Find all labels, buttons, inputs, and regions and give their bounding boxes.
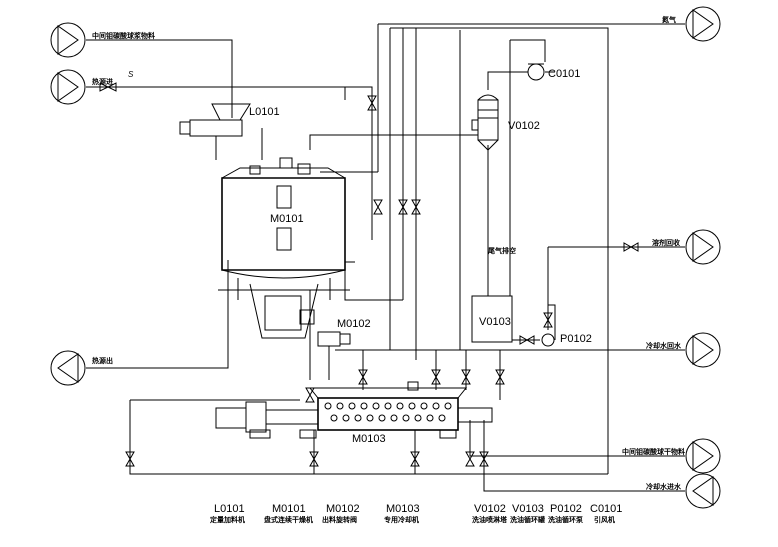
- label-cooling-return: 冷却水回水: [646, 341, 682, 350]
- legend-item: M0103 专用冷却机: [384, 503, 420, 524]
- tag-m0101: M0101: [270, 213, 304, 225]
- legend-name: 定量加料机: [210, 515, 245, 524]
- label-in-midproduct: 中间钼碳酸球浆物料: [92, 31, 155, 40]
- pump-p0102: [541, 333, 555, 347]
- legend: L0101 定量加料机 M0101 盘式连续干燥机 M0102 出料旋转阀 M0…: [210, 503, 622, 524]
- legend-name: 引风机: [594, 515, 615, 524]
- label-cooling-supply: 冷却水进水: [646, 482, 682, 491]
- legend-item: L0101 定量加料机: [210, 503, 245, 524]
- tag-v0103: V0103: [479, 316, 511, 328]
- legend-tag: P0102: [550, 503, 582, 515]
- label-nitrogen: 氮气: [662, 15, 676, 24]
- piping: [86, 23, 685, 492]
- legend-item: M0102 出料旋转阀: [322, 503, 360, 524]
- label-out-dried: 中间钼碳酸球干物料: [622, 447, 685, 456]
- legend-name: 洗油循环罐: [510, 515, 545, 524]
- tag-v0102: V0102: [508, 120, 540, 132]
- tag-p0102: P0102: [560, 333, 592, 345]
- cooler-holes: [324, 402, 452, 422]
- terminal-heat-out: [50, 350, 86, 386]
- label-steam-in: 热源进: [92, 77, 113, 86]
- terminal-out-dried: [685, 438, 721, 474]
- legend-tag: V0102: [474, 503, 506, 515]
- legend-name: 洗油循环泵: [548, 515, 583, 524]
- legend-item: V0102 洗油喷淋塔: [472, 503, 508, 524]
- legend-name: 洗油喷淋塔: [472, 515, 508, 524]
- legend-item: C0101 引风机: [590, 503, 622, 524]
- cooler-m0103: [215, 381, 493, 439]
- dryer-m0101: [218, 157, 350, 339]
- legend-tag: L0101: [214, 503, 245, 515]
- terminal-cooling-return: [685, 332, 721, 368]
- legend-item: V0103 洗油循环罐: [510, 503, 545, 524]
- terminal-cooling-supply: [685, 473, 721, 509]
- legend-name: 专用冷却机: [384, 515, 419, 524]
- rotary-valve-m0102: [317, 331, 351, 380]
- legend-name: 出料旋转阀: [322, 515, 357, 524]
- legend-tag: M0103: [386, 503, 420, 515]
- terminal-nitrogen: [685, 6, 721, 42]
- legend-item: P0102 洗油循环泵: [548, 503, 583, 524]
- terminal-solvent-recovery: [685, 229, 721, 265]
- terminal-steam-in: [50, 69, 86, 105]
- valves: [99, 82, 639, 467]
- label-heat-out: 热源出: [92, 356, 113, 365]
- legend-tag: C0101: [590, 503, 622, 515]
- label-vent: 尾气排空: [487, 246, 516, 255]
- tag-l0101: L0101: [249, 106, 280, 118]
- legend-tag: M0102: [326, 503, 360, 515]
- terminal-in-midproduct: [50, 22, 86, 58]
- fan-c0101: [527, 63, 545, 81]
- scrubber-v0102: [471, 94, 499, 151]
- label-solvent-recovery: 溶剂回收: [652, 238, 681, 247]
- tag-m0103: M0103: [352, 433, 386, 445]
- tag-c0101: C0101: [548, 68, 580, 80]
- feeder-l0101: [179, 103, 263, 160]
- steam-trap-symbol: S: [128, 70, 134, 79]
- legend-item: M0101 盘式连续干燥机: [264, 503, 313, 524]
- legend-tag: V0103: [512, 503, 544, 515]
- legend-tag: M0101: [272, 503, 306, 515]
- tag-m0102: M0102: [337, 318, 371, 330]
- tank-v0103: [471, 295, 513, 343]
- legend-name: 盘式连续干燥机: [264, 515, 313, 524]
